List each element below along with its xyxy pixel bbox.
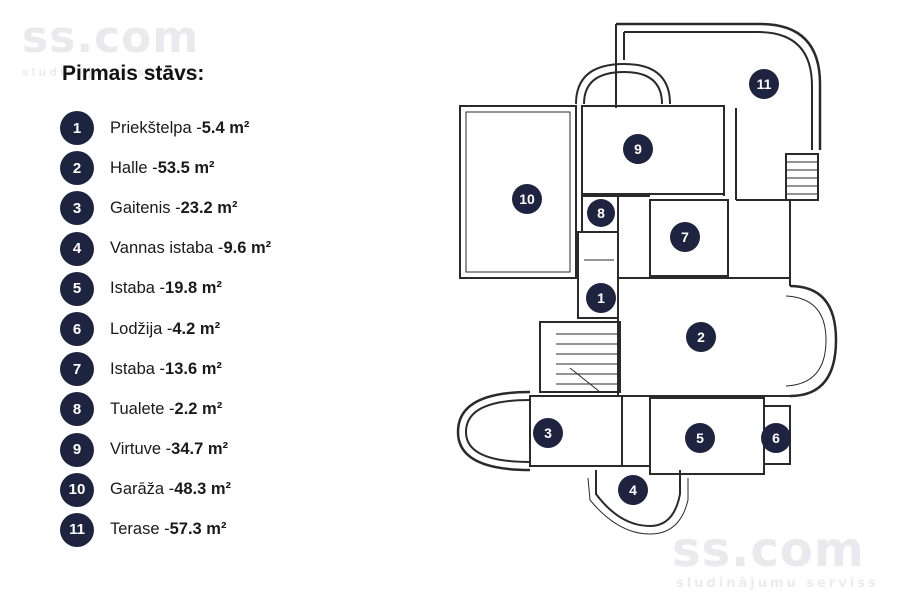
svg-text:11: 11 (757, 76, 772, 92)
room-number-badge: 5 (60, 271, 94, 306)
room-area: 2.2 m² (174, 399, 223, 418)
room-name: Gaitenis - (110, 198, 181, 217)
room-name: Istaba - (110, 359, 166, 378)
room-marker-7: 7 (670, 222, 700, 252)
room-number-badge: 7 (60, 352, 94, 387)
legend-item: 3 Gaitenis - 23.2 m² (60, 188, 271, 228)
room-legend: 1 Priekštelpa - 5.4 m² 2 Halle - 53.5 m² 3… (60, 108, 271, 550)
room-marker-5: 5 (685, 423, 715, 453)
room-name: Tualete - (110, 399, 175, 418)
room-marker-10: 10 (512, 184, 542, 214)
legend-item: 7 Istaba - 13.6 m² (60, 349, 271, 389)
legend-item: 4 Vannas istaba - 9.6 m² (60, 229, 271, 269)
legend-item: 9 Virtuve - 34.7 m² (60, 430, 271, 470)
legend-item: 1 Priekštelpa - 5.4 m² (60, 108, 271, 148)
room-area: 5.4 m² (201, 118, 250, 137)
room-marker-3: 3 (533, 418, 563, 448)
svg-text:7: 7 (681, 229, 689, 245)
watermark-logo-bottom: ss.com (672, 522, 865, 578)
room-marker-1: 1 (586, 283, 616, 313)
plan-walls (456, 22, 838, 535)
room-marker-8: 8 (587, 199, 615, 227)
svg-text:2: 2 (697, 329, 705, 345)
room-area: 9.6 m² (223, 239, 272, 258)
room-number-badge: 6 (60, 312, 94, 347)
svg-text:1: 1 (597, 290, 605, 306)
room-area: 34.7 m² (171, 440, 229, 459)
room-number-badge: 11 (60, 512, 94, 547)
watermark-logo-top: ss.com (22, 12, 200, 63)
room-name: Lodžija - (110, 319, 173, 338)
svg-text:10: 10 (519, 191, 535, 207)
room-name: Halle - (110, 158, 158, 177)
room-name: Priekštelpa - (110, 118, 202, 137)
watermark-tagline-bottom: sludinājumu serviss (676, 576, 879, 591)
svg-text:3: 3 (544, 425, 552, 441)
svg-text:9: 9 (634, 141, 642, 157)
room-marker-4: 4 (618, 475, 648, 505)
legend-item: 10 Garāža - 48.3 m² (60, 470, 271, 510)
svg-text:6: 6 (772, 430, 780, 446)
floor-title: Pirmais stāvs: (62, 62, 205, 85)
room-number-badge: 4 (60, 231, 94, 266)
watermark-tagline-top: sludinājumu serviss (22, 66, 203, 79)
room-number-badge: 8 (60, 392, 94, 427)
room-marker-6: 6 (761, 423, 791, 453)
room-name: Vannas istaba - (110, 239, 224, 258)
room-marker-9: 9 (623, 134, 653, 164)
svg-text:4: 4 (629, 482, 637, 498)
room-number-badge: 2 (60, 151, 94, 186)
svg-text:8: 8 (597, 205, 605, 221)
legend-item: 2 Halle - 53.5 m² (60, 148, 271, 188)
room-area: 23.2 m² (180, 198, 238, 217)
room-name: Virtuve - (110, 440, 172, 459)
legend-item: 8 Tualete - 2.2 m² (60, 389, 271, 429)
room-marker-11: 11 (749, 69, 779, 99)
floor-plan: 1 2 3 4 5 6 7 8 9 10 11 (456, 22, 838, 535)
room-name: Istaba - (110, 279, 166, 298)
svg-text:5: 5 (696, 430, 704, 446)
room-area: 53.5 m² (157, 158, 215, 177)
room-area: 19.8 m² (165, 279, 222, 298)
room-number-badge: 9 (60, 432, 94, 467)
legend-item: 5 Istaba - 19.8 m² (60, 269, 271, 309)
room-area: 57.3 m² (169, 520, 227, 539)
room-area: 13.6 m² (165, 359, 222, 378)
room-area: 48.3 m² (174, 480, 232, 499)
room-markers: 1 2 3 4 5 6 7 8 9 10 11 (512, 69, 791, 505)
room-number-badge: 3 (60, 191, 94, 226)
legend-item: 11 Terase - 57.3 m² (60, 510, 271, 550)
room-number-badge: 10 (60, 472, 94, 507)
room-area: 4.2 m² (172, 319, 221, 338)
room-name: Terase - (110, 520, 170, 539)
room-marker-2: 2 (686, 322, 716, 352)
room-name: Garāža - (110, 480, 175, 499)
legend-item: 6 Lodžija - 4.2 m² (60, 309, 271, 349)
room-number-badge: 1 (60, 111, 94, 146)
